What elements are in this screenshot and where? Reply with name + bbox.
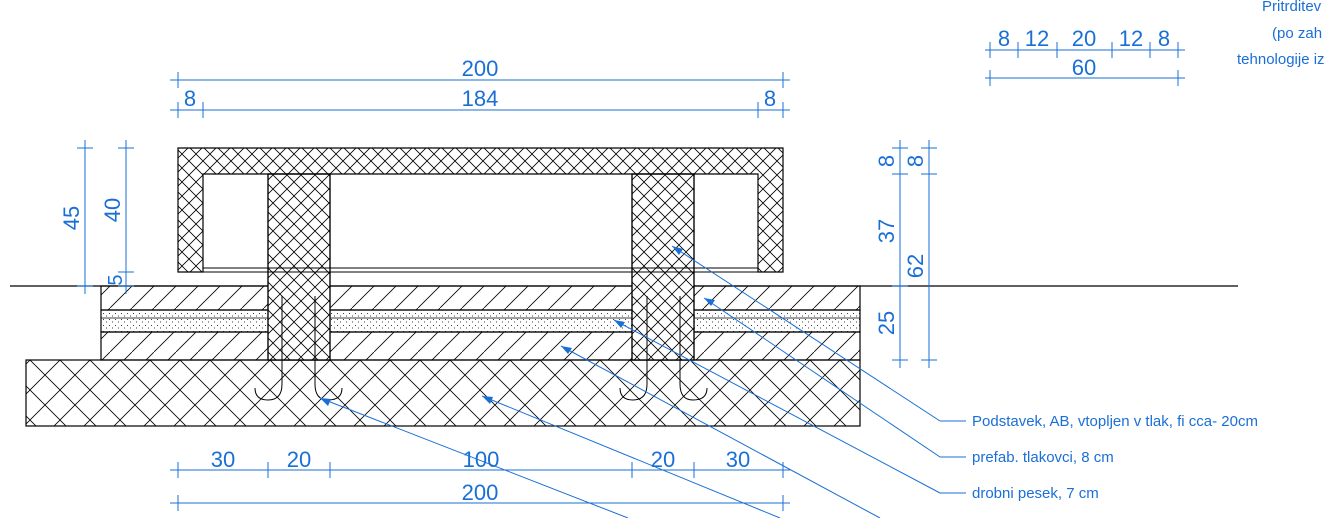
callout-arrowheads <box>320 246 715 406</box>
support-posts <box>267 173 695 361</box>
right-dim-top-b: 8 <box>903 155 928 167</box>
left-dimension-lines <box>77 140 134 294</box>
top-dim-left-edge: 8 <box>184 86 196 111</box>
callout-pavers: prefab. tlakovci, 8 cm <box>972 449 1114 466</box>
bottom-dim-s4: 20 <box>651 447 675 472</box>
detail-dim-a: 8 <box>998 26 1010 51</box>
detail-dim-d: 12 <box>1119 26 1143 51</box>
top-dim-right-edge: 8 <box>764 86 776 111</box>
detail-dim-total: 60 <box>1072 55 1096 80</box>
bottom-dim-s1: 30 <box>211 447 235 472</box>
callout-base-post: Podstavek, AB, vtopljen v tlak, fi cca- … <box>972 413 1258 430</box>
paving-layers <box>100 285 861 361</box>
right-dim-full: 62 <box>903 254 928 278</box>
detail-dim-e: 8 <box>1158 26 1170 51</box>
callout-sand: drobni pesek, 7 cm <box>972 485 1099 502</box>
callout-leaders <box>319 245 966 518</box>
bottom-dimension-lines <box>170 462 790 511</box>
right-dimension-lines <box>892 140 937 368</box>
note-line-1: Pritrditev <box>1262 0 1322 15</box>
bottom-dim-s3: 100 <box>463 447 500 472</box>
bottom-dim-total: 200 <box>462 480 499 505</box>
right-dim-base: 25 <box>874 311 899 335</box>
top-dim-overall: 200 <box>462 56 499 81</box>
left-dim-outer: 45 <box>59 206 84 230</box>
foundation-slab <box>25 359 861 427</box>
bench-frame <box>177 147 784 273</box>
detail-dimension-lines <box>985 42 1185 86</box>
top-dim-inner: 184 <box>462 86 499 111</box>
right-dim-top-a: 8 <box>874 155 899 167</box>
detail-dim-b: 12 <box>1025 26 1049 51</box>
top-dimension-lines <box>170 72 790 118</box>
right-dim-mid: 37 <box>874 219 899 243</box>
bottom-dim-s5: 30 <box>726 447 750 472</box>
note-line-2: (po zah <box>1272 25 1322 42</box>
detail-dim-c: 20 <box>1072 26 1096 51</box>
left-dim-inner: 40 <box>100 198 125 222</box>
note-line-3: tehnologije iz <box>1237 51 1325 68</box>
left-dim-gap: 5 <box>105 274 127 285</box>
bottom-dim-s2: 20 <box>287 447 311 472</box>
